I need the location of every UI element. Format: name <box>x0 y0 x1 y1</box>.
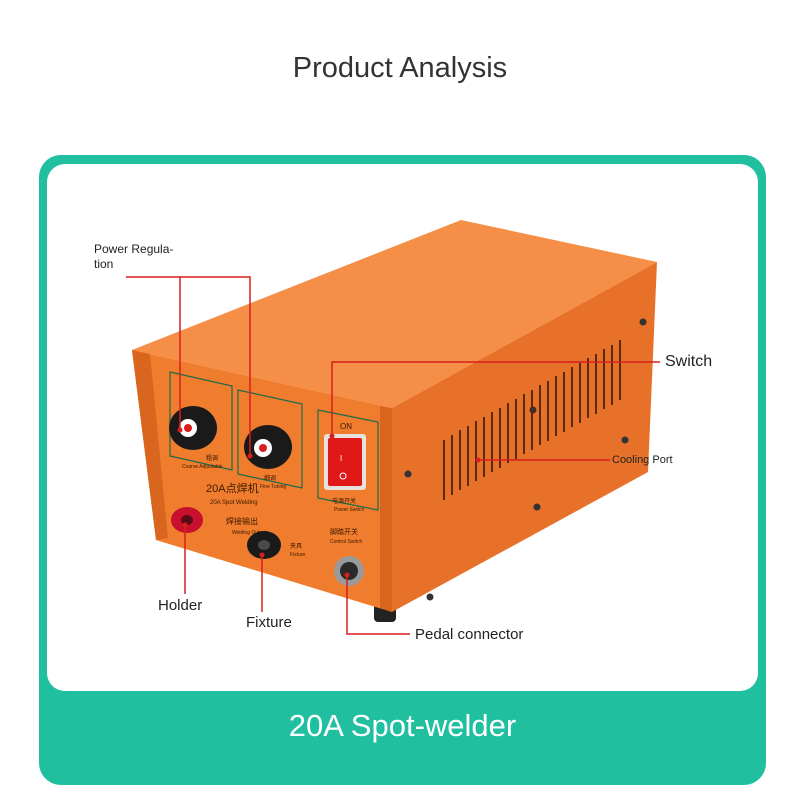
front-bezel-left <box>132 350 168 540</box>
front-bezel-right <box>380 406 392 612</box>
pedal-label-en: Control Switch <box>330 539 362 545</box>
switch-mark-o <box>339 472 347 480</box>
screw <box>426 593 434 601</box>
holder-terminal-hole <box>181 515 193 525</box>
fixture-terminal-hole <box>258 540 270 550</box>
pedal-connector-socket <box>340 562 358 580</box>
fine-knob-panel <box>237 389 303 489</box>
fixture-label-cn: 夹具 <box>290 542 302 550</box>
screw <box>533 503 541 511</box>
model-name-cn: 20A点焊机 <box>206 481 259 495</box>
callout-fixture: Fixture <box>246 614 292 631</box>
callout-power-regulation-line1: Power Regula- <box>94 242 174 256</box>
callout-switch: Switch <box>665 353 713 370</box>
callout-cooling-port: Cooling Port <box>612 454 673 466</box>
fixture-label-en: Fixture <box>290 552 306 558</box>
device-top <box>132 220 657 408</box>
callout-lines <box>126 276 660 635</box>
coarse-knob-marker <box>184 424 192 432</box>
output-label-cn: 焊接输出 <box>226 516 258 526</box>
model-name-en: 20A Spot Welding <box>210 500 258 506</box>
fine-label-cn: 细调 <box>264 474 276 482</box>
screw <box>621 436 629 444</box>
screw <box>639 318 647 326</box>
coarse-label-cn: 粗调 <box>206 454 218 462</box>
cooling-vents <box>443 340 621 500</box>
callout-pedal-connector: Pedal connector <box>415 626 524 643</box>
fine-label-en: Fine Tuning <box>260 484 286 490</box>
pedal-label-cn: 脚踏开关 <box>330 527 358 536</box>
power-rocker-switch[interactable] <box>328 438 362 486</box>
output-label-en: Welding Output <box>232 530 267 536</box>
switch-on-label: ON <box>340 422 352 431</box>
screw <box>404 470 412 478</box>
power-switch-label-en: Power Switch <box>334 507 365 513</box>
footer-caption: 20A Spot-welder <box>288 708 517 743</box>
switch-mark-i: I <box>340 454 342 463</box>
fine-knob-marker <box>259 444 267 452</box>
switch-panel <box>317 409 379 511</box>
callout-dots <box>177 427 481 578</box>
power-switch-label-cn: 电源开关 <box>332 497 356 505</box>
coarse-label-en: Coarse Adjustable <box>182 464 223 470</box>
callout-holder: Holder <box>158 597 203 614</box>
callout-power-regulation-line2: tion <box>94 257 114 271</box>
page-title: Product Analysis <box>292 52 508 84</box>
